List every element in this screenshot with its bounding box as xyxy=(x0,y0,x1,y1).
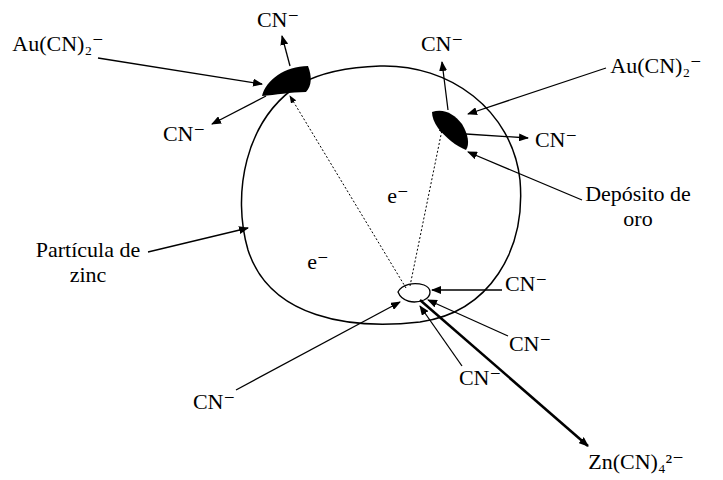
flow-arrow xyxy=(468,68,606,114)
electron-label: e⁻ xyxy=(387,183,408,208)
leader-arrow xyxy=(148,228,248,252)
flow-arrow xyxy=(236,302,400,390)
reagent-label: Au(CN)₂⁻ xyxy=(12,31,103,56)
flow-arrow xyxy=(442,62,448,110)
flow-arrow xyxy=(420,300,588,446)
ion-label: CN⁻ xyxy=(257,7,299,32)
product-label: Zn(CN)₄²⁻ xyxy=(588,449,684,474)
reagent-label: Au(CN)₂⁻ xyxy=(610,53,701,78)
gold-deposit xyxy=(432,111,468,150)
zinc-particle xyxy=(241,66,520,324)
ion-label: CN⁻ xyxy=(163,121,205,146)
ion-label: CN⁻ xyxy=(421,31,463,56)
ion-label: CN⁻ xyxy=(535,127,577,152)
leader-arrow xyxy=(468,152,582,200)
electron-path xyxy=(410,125,443,286)
flow-arrow xyxy=(420,306,462,366)
part-label: Partícula de zinc xyxy=(32,237,144,288)
ion-label: CN⁻ xyxy=(459,365,501,390)
flow-arrow xyxy=(466,134,528,138)
flow-arrow xyxy=(98,58,262,84)
ion-label: CN⁻ xyxy=(505,271,547,296)
ion-label: CN⁻ xyxy=(509,331,551,356)
electron-label: e⁻ xyxy=(307,249,328,274)
part-label: Depósito de oro xyxy=(579,181,697,232)
flow-arrow xyxy=(282,36,290,66)
ion-label: CN⁻ xyxy=(193,389,235,414)
gold-deposit xyxy=(262,66,311,96)
flow-arrow xyxy=(432,289,502,290)
zinc-pit xyxy=(398,284,430,302)
flow-arrow xyxy=(212,96,266,124)
